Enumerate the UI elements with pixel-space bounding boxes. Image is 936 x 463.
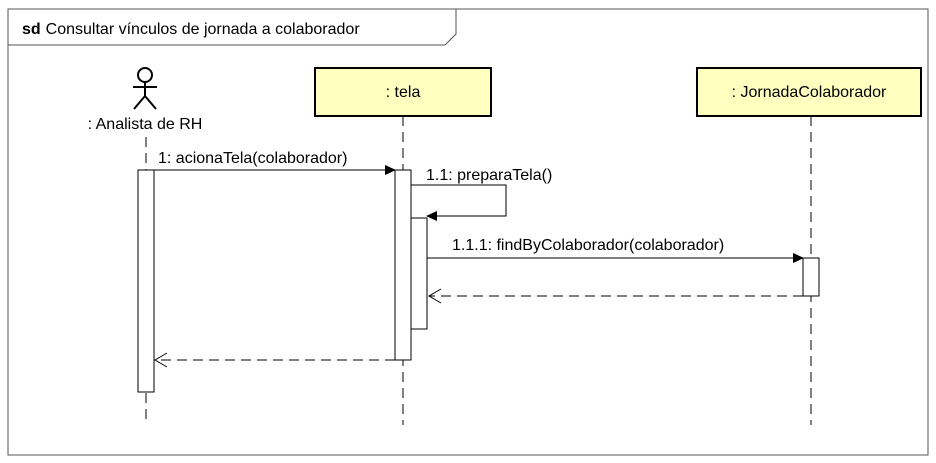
frame-keyword: sd xyxy=(22,21,41,38)
stick-figure-icon xyxy=(133,67,157,110)
lifeline-jornada-box xyxy=(696,67,922,117)
activation-tela-nested xyxy=(410,217,428,330)
frame-title: sd Consultar vínculos de jornada a colabo… xyxy=(22,21,360,38)
lifeline-jornada: : JornadaColaborador xyxy=(696,67,922,425)
actor-label: : Analista de RH xyxy=(88,116,203,133)
return-message-1-1-1 xyxy=(428,288,803,304)
lifeline-tela: : tela xyxy=(314,67,492,425)
frame-tab xyxy=(8,9,457,46)
message-1-1-1-label: 1.1.1: findByColaborador(colaborador) xyxy=(452,237,724,254)
message-1-1: 1.1: preparaTela() xyxy=(411,167,552,221)
activation-actor xyxy=(137,169,155,393)
message-1-1-label: 1.1: preparaTela() xyxy=(426,167,552,184)
message-1-label: 1: acionaTela(colaborador) xyxy=(158,150,347,167)
message-1-1-1: 1.1.1: findByColaborador(colaborador) xyxy=(427,237,804,263)
frame-title-text: Consultar vínculos de jornada a colabora… xyxy=(46,21,361,38)
lifeline-jornada-label: : JornadaColaborador xyxy=(732,84,887,101)
actor: : Analista de RH xyxy=(88,67,203,133)
activation-tela xyxy=(394,169,412,361)
activation-jornada xyxy=(802,257,820,297)
lifeline-tela-label: : tela xyxy=(386,84,421,101)
return-message-1 xyxy=(154,352,395,368)
diagram-frame: sd Consultar vínculos de jornada a colabo… xyxy=(7,8,929,456)
message-1: 1: acionaTela(colaborador) xyxy=(154,150,396,175)
